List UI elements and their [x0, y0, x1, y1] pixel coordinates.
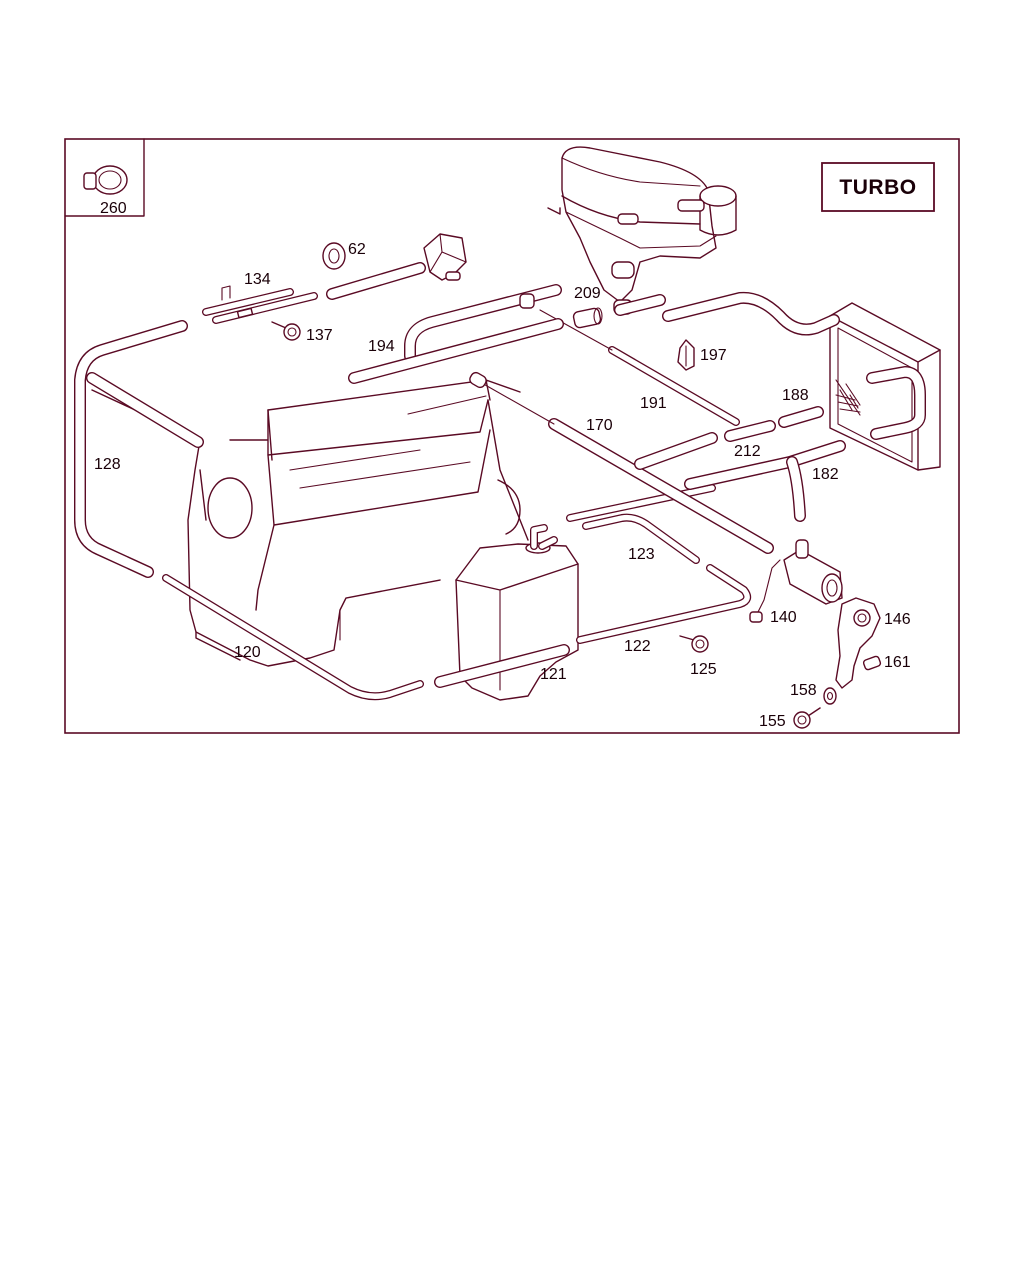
part-161-bolt	[862, 655, 882, 671]
hose-62-line	[326, 262, 426, 300]
label-120: 120	[234, 644, 261, 661]
part-labels: 62 134 137 194 209 197 191 188 170 212 1…	[94, 241, 911, 730]
label-158: 158	[790, 682, 817, 699]
hose-188	[778, 406, 824, 428]
engine-block	[91, 379, 529, 667]
hose-170	[469, 371, 774, 554]
label-134: 134	[244, 271, 271, 288]
hose-top-right	[614, 291, 840, 336]
label-197: 197	[700, 347, 727, 364]
label-194: 194	[368, 338, 395, 355]
label-146: 146	[884, 611, 911, 628]
label-212: 212	[734, 443, 761, 460]
hose-134	[202, 285, 318, 324]
hose-194	[348, 284, 564, 384]
label-137: 137	[306, 327, 333, 344]
part-137-screw	[271, 321, 301, 341]
label-188: 188	[782, 387, 809, 404]
label-170: 170	[586, 417, 613, 434]
hose-191	[539, 309, 740, 426]
hose-122	[576, 564, 752, 644]
label-209: 209	[574, 285, 601, 302]
hose-123	[566, 484, 716, 564]
label-121: 121	[540, 666, 567, 683]
part-146-bracket	[835, 597, 881, 689]
turbo-badge: TURBO	[821, 162, 935, 212]
hose-128	[74, 320, 204, 578]
diagram-frame	[64, 138, 960, 734]
label-140: 140	[770, 609, 797, 626]
label-155: 155	[759, 713, 786, 730]
part-197-clip	[677, 339, 695, 371]
part-209-fitting	[572, 307, 603, 329]
coolant-expansion-tank	[547, 146, 737, 315]
label-122: 122	[624, 638, 651, 655]
turbo-badge-text: TURBO	[839, 176, 916, 199]
label-161: 161	[884, 654, 911, 671]
label-128: 128	[94, 456, 121, 473]
part-140-pump	[749, 539, 843, 623]
label-125: 125	[690, 661, 717, 678]
label-260: 260	[100, 200, 127, 217]
part-155-bolt	[793, 707, 821, 729]
heater-radiator	[829, 302, 941, 471]
part-125-screw	[679, 635, 709, 653]
part-valve	[423, 233, 467, 281]
hose-120	[162, 574, 424, 701]
washer-reservoir	[455, 524, 579, 701]
part-62-grommet	[322, 242, 346, 270]
part-158-washer	[823, 687, 837, 705]
inset-clamp-260: 260	[64, 138, 145, 217]
label-62: 62	[348, 241, 366, 258]
hose-121	[434, 644, 570, 688]
label-182: 182	[812, 466, 839, 483]
label-123: 123	[628, 546, 655, 563]
hose-182	[634, 432, 846, 522]
hose-212	[724, 420, 776, 442]
label-191: 191	[640, 395, 667, 412]
